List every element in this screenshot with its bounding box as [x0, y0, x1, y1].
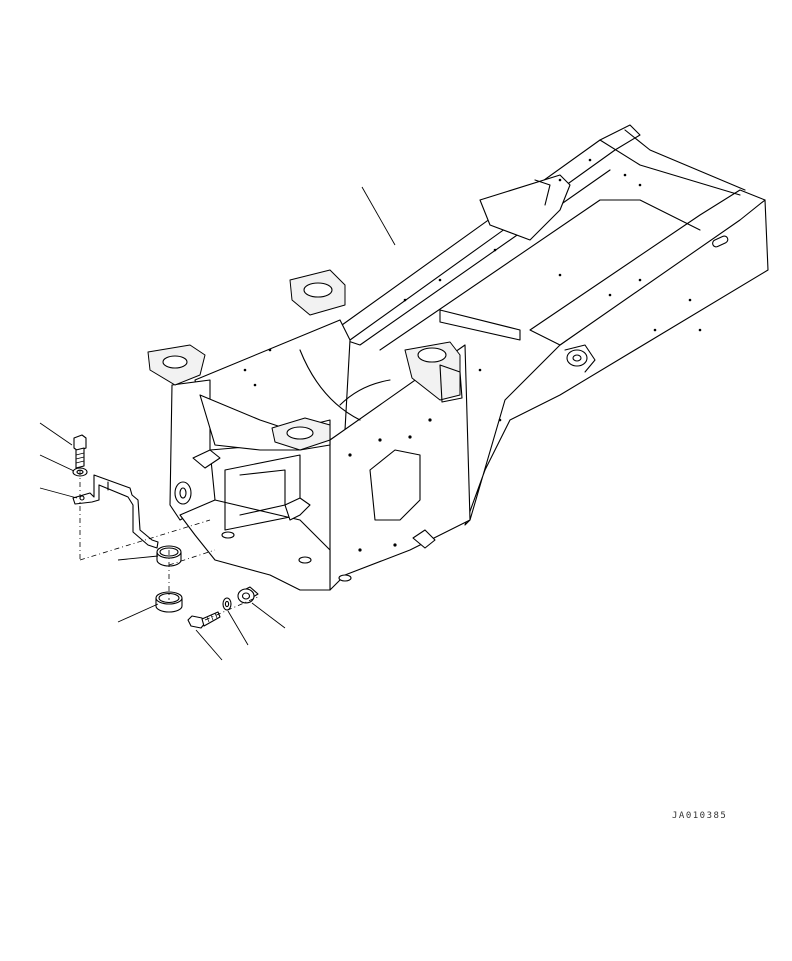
bushing-lower: [155, 591, 183, 613]
washer-upper: [72, 467, 88, 477]
spacer: [237, 586, 259, 604]
center-lines: [79, 470, 261, 621]
bracket: [72, 474, 159, 549]
bolt-upper: [73, 434, 87, 469]
bolt-lower: [187, 611, 221, 629]
leader-lines: [39, 186, 396, 661]
rear-frame: [147, 124, 769, 591]
drawing-code: JA010385: [672, 811, 728, 821]
washer-lower: [222, 597, 232, 611]
